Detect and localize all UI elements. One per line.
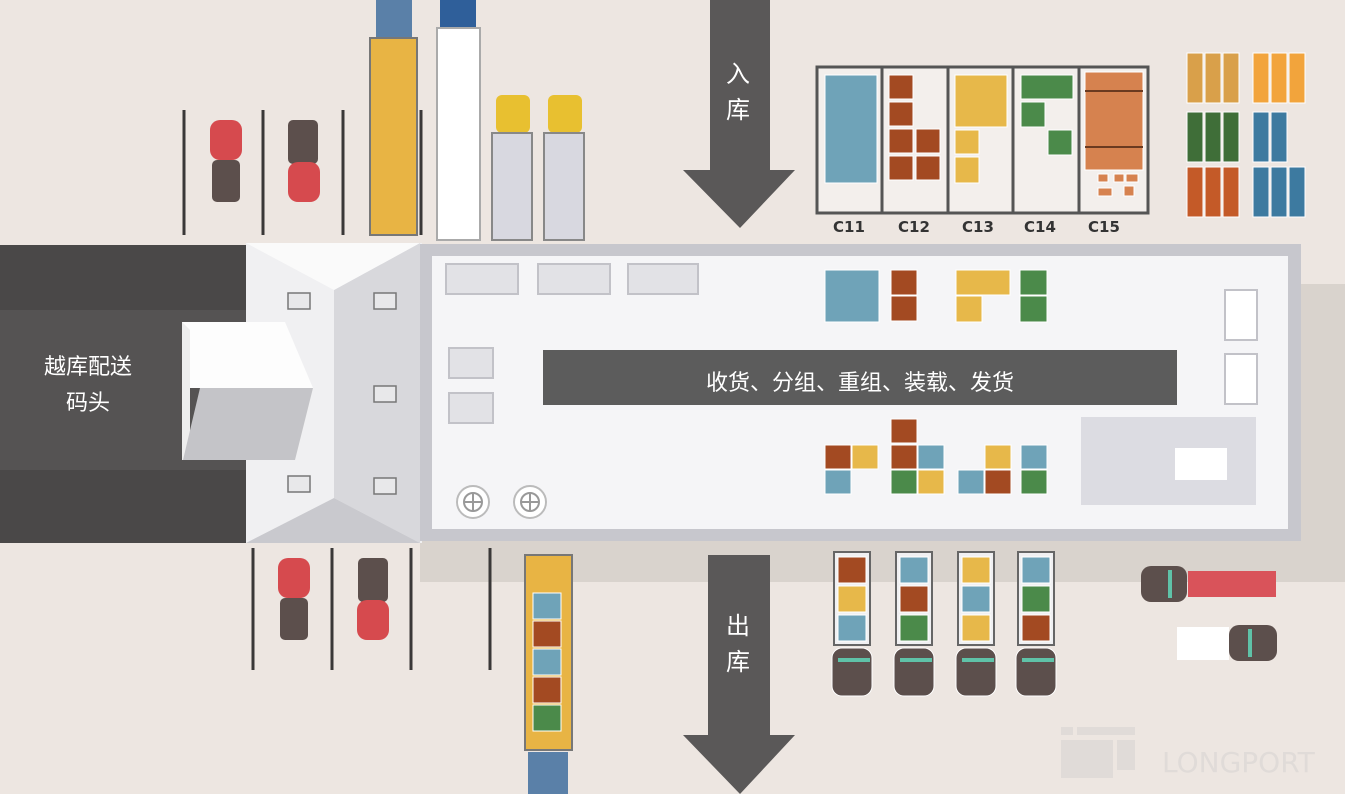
office	[1081, 417, 1256, 505]
outbound-mixed-goods	[824, 418, 1048, 495]
storage-racks: C11 C12 C13 C14 C15	[815, 65, 1150, 236]
inbound-label-2: 库	[726, 96, 750, 124]
process-band-label: 收货、分组、重组、装载、发货	[706, 371, 1014, 396]
warehouse: 收货、分组、重组、装载、发货	[420, 244, 1301, 541]
outbound-trucks	[524, 551, 1057, 794]
gravel-strip-right	[1298, 284, 1345, 582]
inbound-arrow: 入 库	[683, 0, 795, 228]
inbound-trucks	[369, 0, 585, 241]
fan-icon	[456, 485, 547, 519]
loading-cube	[182, 322, 313, 460]
pallet-stacks	[1186, 52, 1306, 218]
process-band	[543, 350, 1177, 405]
roof-vents	[287, 292, 397, 495]
equipment-boxes	[445, 263, 1258, 424]
inbound-sorted-goods	[824, 269, 1048, 323]
watermark-text: LONGPORT	[1162, 746, 1316, 779]
inbound-label-1: 入	[726, 60, 750, 88]
outbound-label-1: 出	[726, 612, 750, 640]
dock-label-line1: 越库配送	[44, 355, 132, 380]
parked-cars	[210, 120, 389, 640]
dock-label-line2: 码头	[66, 391, 110, 416]
office-desk	[1175, 448, 1227, 480]
outbound-label-2: 库	[726, 648, 750, 676]
bay-label-c14: C14	[1024, 218, 1056, 236]
bay-label-c11: C11	[833, 218, 865, 236]
parking-lines	[182, 110, 492, 670]
bay-label-c12: C12	[898, 218, 930, 236]
bay-label-c13: C13	[962, 218, 994, 236]
outbound-arrow: 出 库	[683, 555, 795, 794]
side-trucks	[1141, 566, 1277, 661]
longport-watermark-logo: LONGPORT	[1061, 727, 1316, 779]
bay-label-c15: C15	[1088, 218, 1120, 236]
